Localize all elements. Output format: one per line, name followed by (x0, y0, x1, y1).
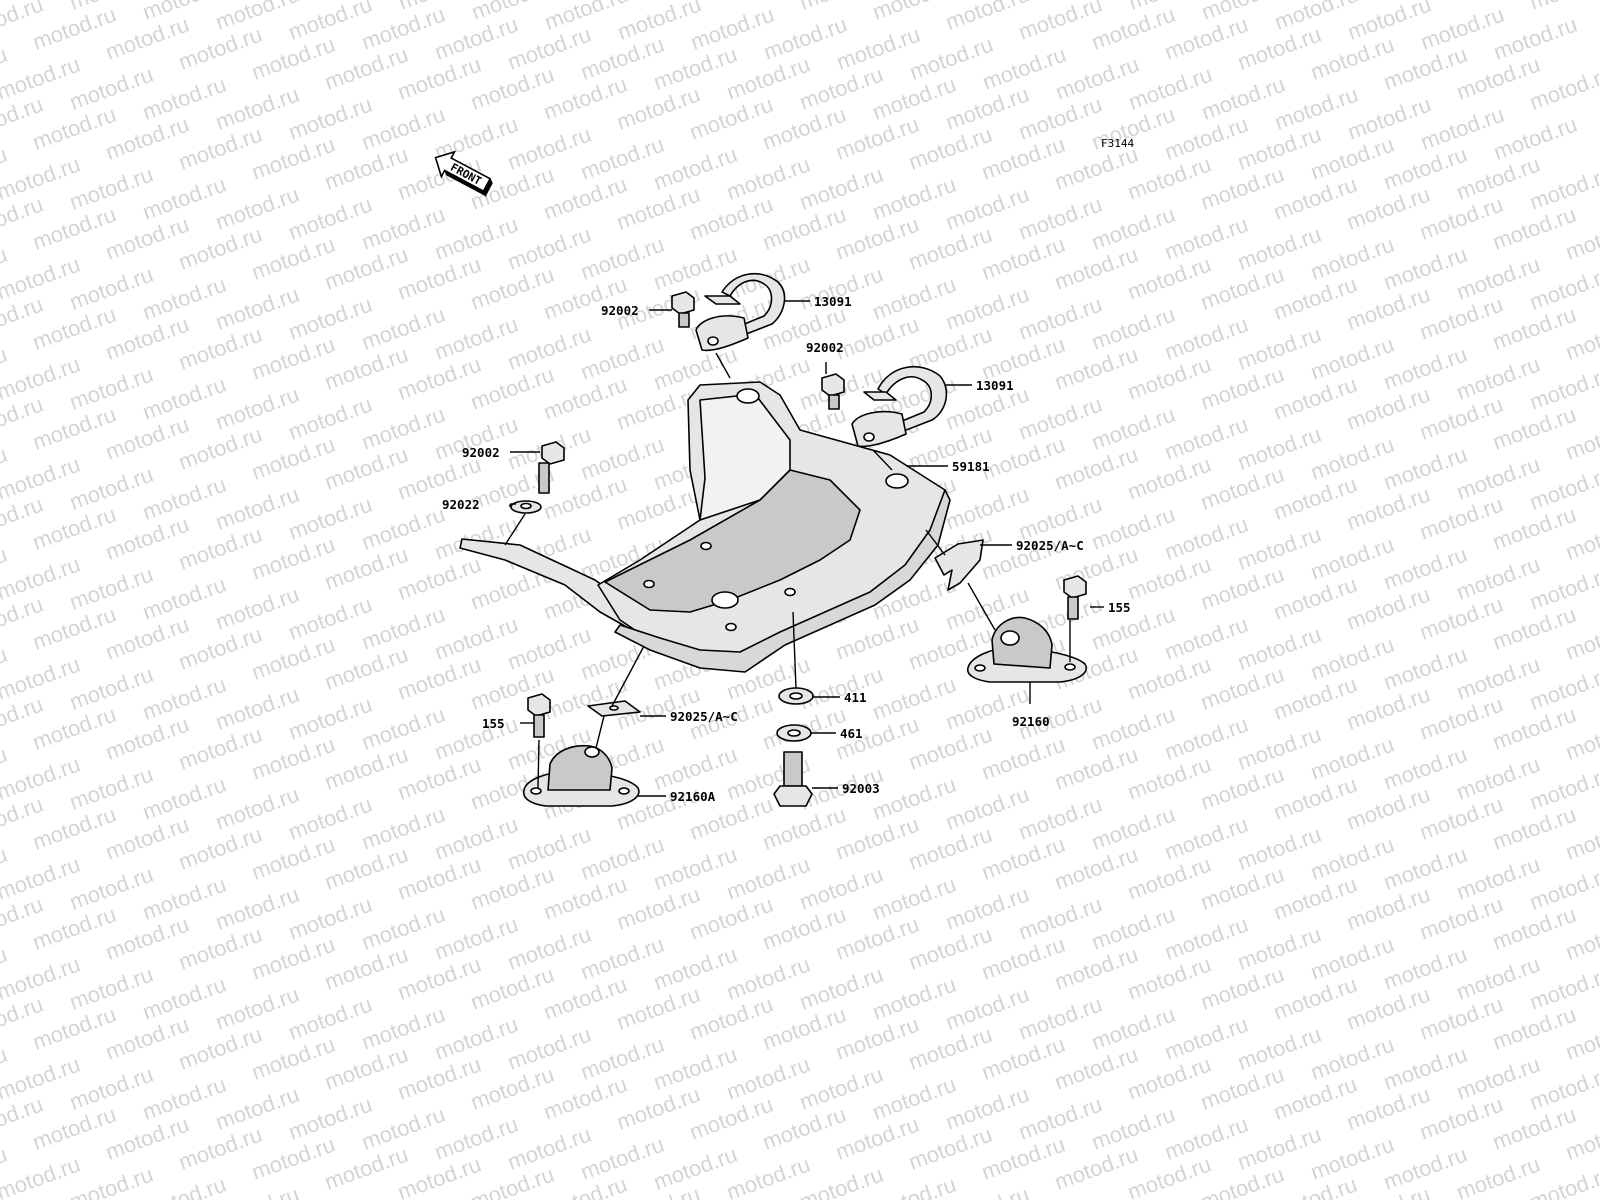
mount-92160a (522, 744, 640, 807)
label-13091-top: 13091 (814, 294, 852, 309)
bolt-92002-left (538, 441, 565, 494)
bolt-92002-clamp-top (671, 291, 695, 328)
bolt-155-lower-left (527, 693, 551, 738)
label-461: 461 (840, 726, 863, 741)
label-411: 411 (844, 690, 867, 705)
washer-92022 (510, 500, 542, 514)
leader-lines (504, 300, 1104, 797)
mount-92160 (966, 616, 1087, 683)
frame-59181 (459, 381, 951, 673)
label-92002-left: 92002 (462, 445, 500, 460)
watermark-text: motod.ru (1526, 0, 1600, 15)
label-92022: 92022 (442, 497, 480, 512)
label-59181: 59181 (952, 459, 990, 474)
bolt-155-right (1063, 575, 1087, 620)
label-92025-left: 92025/A~C (670, 709, 738, 724)
bolt-92003 (773, 751, 813, 807)
clamp-13091-right (851, 365, 948, 448)
label-92002-top: 92002 (601, 303, 639, 318)
figure-code: F3144 (1101, 137, 1134, 150)
label-155-left: 155 (482, 716, 505, 731)
spacer-92025-right (934, 539, 984, 591)
washer-411 (778, 687, 814, 705)
washer-461 (776, 724, 812, 742)
spacer-92025-left (587, 700, 641, 717)
labels: 13091 13091 92002 92002 92002 92022 5918… (442, 294, 1131, 804)
label-92003: 92003 (842, 781, 880, 796)
label-92160a: 92160A (670, 789, 716, 804)
label-155-right: 155 (1108, 600, 1131, 615)
label-92002-right: 92002 (806, 340, 844, 355)
bolt-92002-clamp-right (821, 373, 845, 410)
clamp-13091-top (695, 273, 786, 352)
label-92160: 92160 (1012, 714, 1050, 729)
label-13091-right: 13091 (976, 378, 1014, 393)
label-92025-right: 92025/A~C (1016, 538, 1084, 553)
